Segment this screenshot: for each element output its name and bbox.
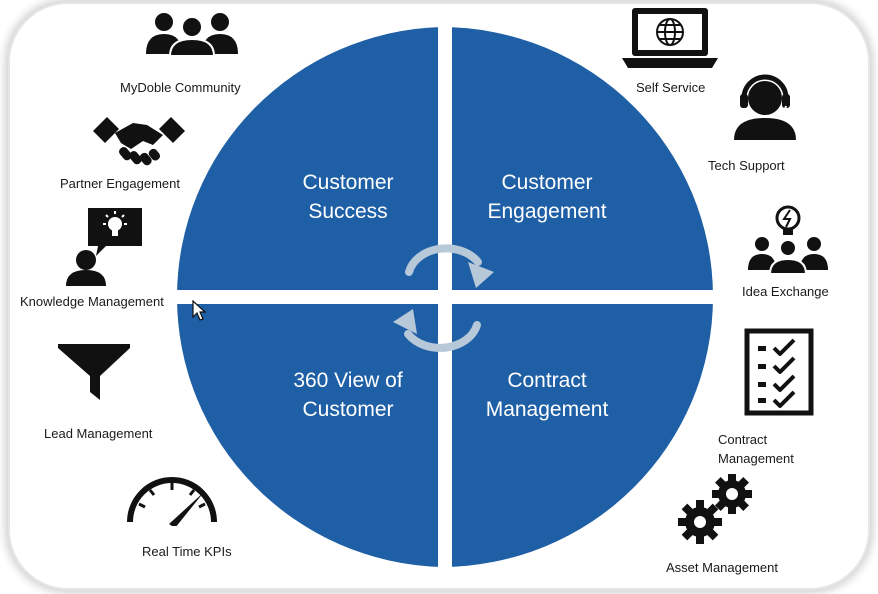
handshake-icon: [93, 117, 185, 166]
arrowhead-left: [393, 309, 417, 334]
checklist-icon: [744, 328, 814, 416]
laptop-globe-icon: [622, 8, 718, 68]
label-partner-engagement: Partner Engagement: [60, 176, 180, 191]
funnel-icon: [58, 344, 130, 400]
speedometer-icon: [127, 477, 217, 526]
mouse-cursor-icon: [192, 300, 207, 321]
label-self-service: Self Service: [636, 80, 706, 95]
label-tech-support: Tech Support: [708, 158, 785, 173]
gears-icon: [678, 474, 752, 544]
lightbulb-group-icon: [748, 205, 828, 274]
quadrant-top-right: [441, 27, 713, 297]
cycle-arrows-icon: [404, 244, 482, 352]
label-asset-management: Asset Management: [666, 560, 779, 575]
arrowhead-right: [468, 262, 494, 288]
label-contract-management: Contract Management: [718, 432, 794, 466]
headset-agent-icon: [734, 74, 796, 140]
person-idea-icon: [66, 208, 142, 286]
quadrant-top-left: [176, 27, 441, 297]
label-idea-exchange: Idea Exchange: [742, 284, 829, 299]
label-lead-management: Lead Management: [44, 426, 153, 441]
label-real-time-kpis: Real Time KPIs: [142, 544, 232, 559]
label-knowledge-management: Knowledge Management: [20, 294, 164, 309]
quadrant-bottom-right: [441, 297, 713, 567]
horizontal-divider: [172, 290, 718, 304]
quadrant-bottom-left: [176, 297, 441, 567]
users-group-icon: [146, 13, 238, 56]
label-mydoble-community: MyDoble Community: [120, 80, 241, 95]
